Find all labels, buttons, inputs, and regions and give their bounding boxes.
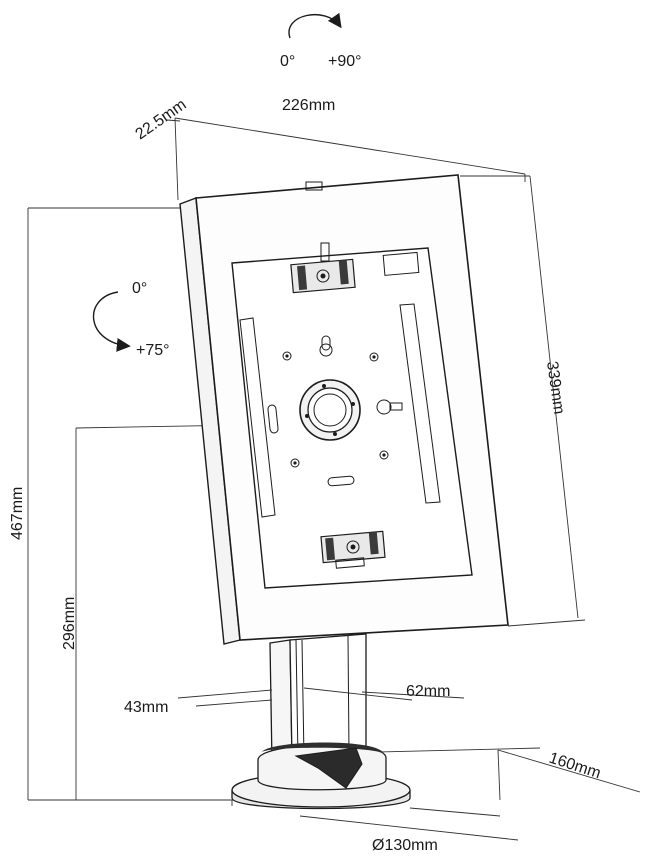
camera-slot xyxy=(382,251,420,276)
right-rail xyxy=(399,303,441,504)
left-slot xyxy=(267,404,279,434)
rotation-arrow-side xyxy=(92,291,131,352)
lock-knob xyxy=(376,399,403,415)
post-depth-label: 43mm xyxy=(124,699,168,716)
stand-base xyxy=(231,742,411,810)
depth-label: 22.5mm xyxy=(133,96,190,143)
total-height-dimension: 467mm xyxy=(9,207,240,801)
base-diameter-label: Ø130mm xyxy=(372,837,438,854)
mounting-screws xyxy=(282,351,389,468)
post-width-dimension: 62mm xyxy=(303,683,465,701)
total-height-label: 467mm xyxy=(9,487,26,540)
lower-slot xyxy=(327,475,355,487)
base-collar-shadow xyxy=(262,742,384,754)
left-rail xyxy=(239,317,276,518)
base-depth-label: 160mm xyxy=(547,750,603,783)
top-clamp xyxy=(290,242,356,294)
rotation-top-end-label: +90° xyxy=(328,53,362,70)
pivot-hub xyxy=(299,379,361,441)
width-label: 226mm xyxy=(282,97,335,114)
tablet-enclosure xyxy=(179,174,509,645)
rotation-arrow-top xyxy=(288,12,342,39)
keyhole-mount xyxy=(319,335,333,357)
base-depth-dimension: 160mm xyxy=(379,747,641,801)
rotation-indicator-top: 0° +90° xyxy=(280,12,362,70)
post-width-label: 62mm xyxy=(406,683,450,700)
base-diameter-dimension: Ø130mm xyxy=(231,800,519,854)
pivot-height-dimension: 296mm xyxy=(61,423,301,800)
pivot-height-label: 296mm xyxy=(61,597,78,650)
panel-height-label: 339mm xyxy=(543,360,567,415)
rotation-side-end-label: +75° xyxy=(136,342,170,359)
post-depth-dimension: 43mm xyxy=(124,689,273,716)
width-dimension: 226mm xyxy=(174,97,526,201)
bottom-clamp xyxy=(320,530,386,569)
depth-dimension: 22.5mm xyxy=(133,96,190,143)
top-lock-nub xyxy=(305,181,323,191)
base-foot-wedge xyxy=(294,747,363,789)
rotation-side-start-label: 0° xyxy=(132,280,147,297)
rotation-indicator-side: 0° +75° xyxy=(92,280,170,359)
rotation-top-start-label: 0° xyxy=(280,53,295,70)
